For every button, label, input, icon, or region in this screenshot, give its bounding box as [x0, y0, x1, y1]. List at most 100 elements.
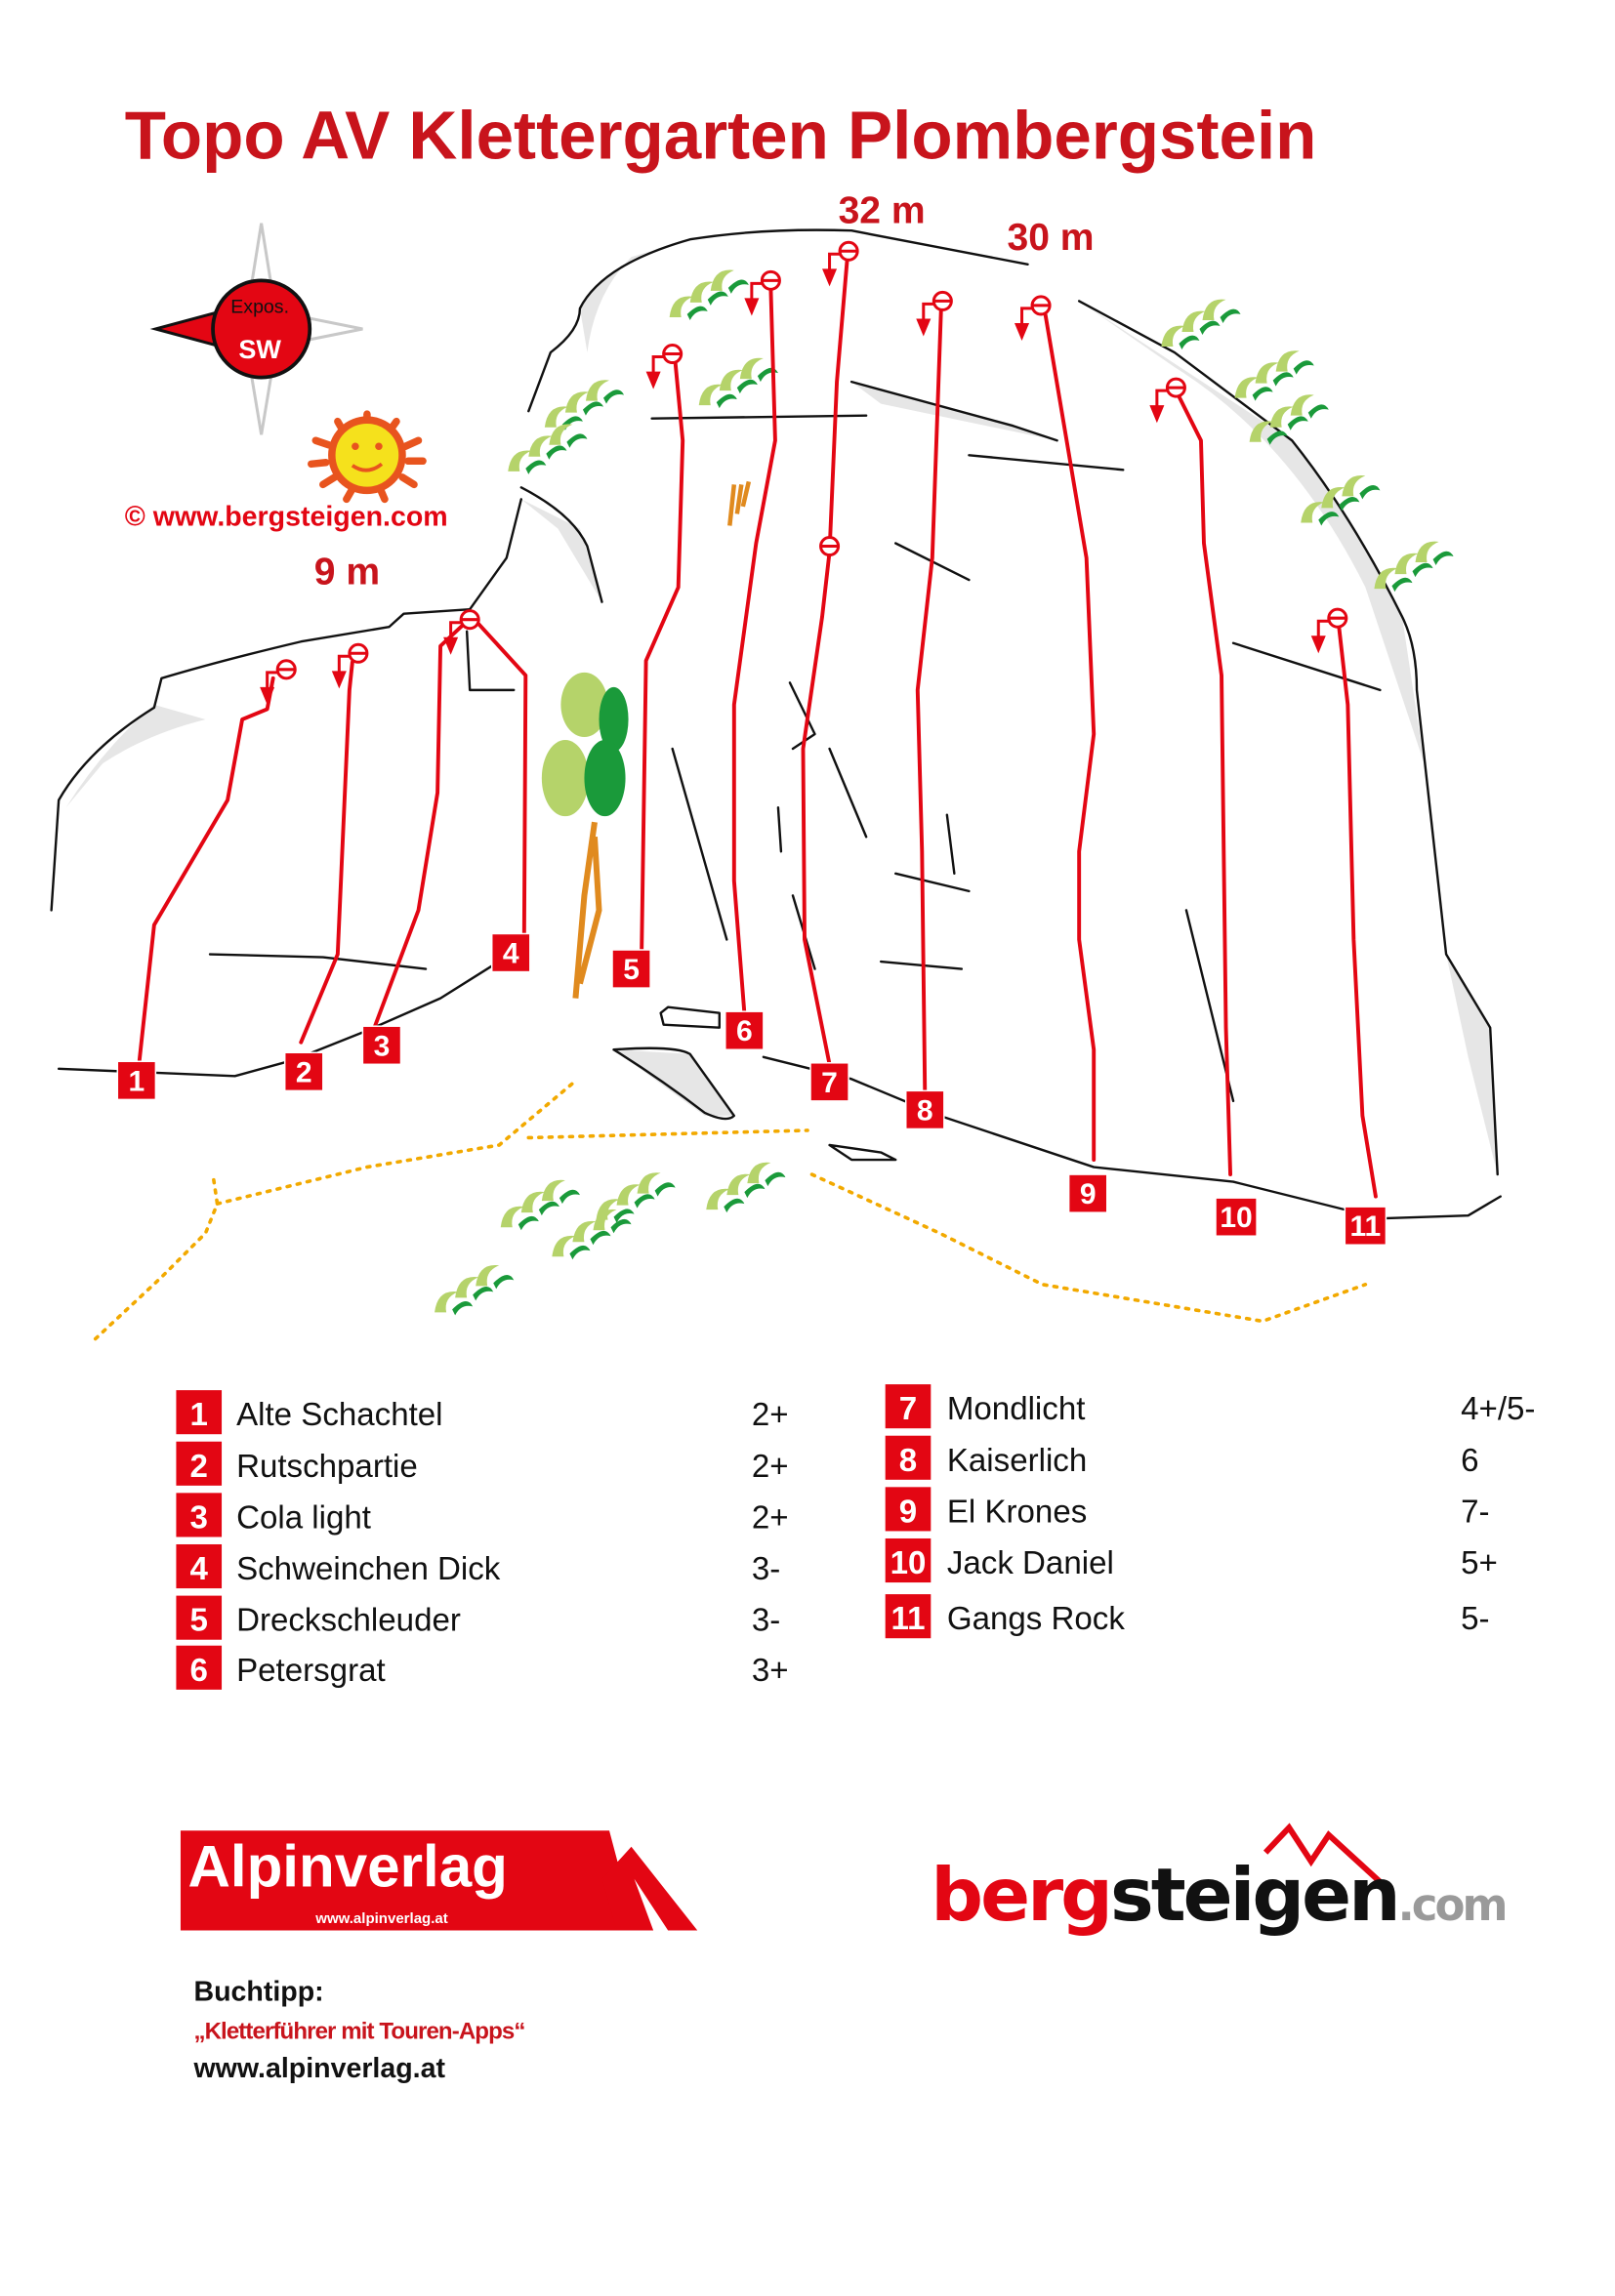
- approach-path: [93, 1082, 1368, 1341]
- legend-route-name: Petersgrat: [236, 1653, 386, 1689]
- route-line-4: [476, 622, 528, 942]
- route-badge-number: 4: [503, 938, 519, 970]
- tree-icon: [1161, 299, 1241, 350]
- lower-off-arrow-icon: [744, 298, 760, 316]
- lower-off-arrow-icon: [1015, 322, 1030, 341]
- legend-number: 3: [190, 1499, 208, 1536]
- legend-route-grade: 2+: [752, 1449, 789, 1485]
- route-line-1: [137, 676, 275, 1062]
- route-badges: 1 2 3 4 5 6 7 8 9 10 11: [116, 932, 1387, 1246]
- route-badge-number: 6: [736, 1015, 753, 1047]
- rock-outline: [50, 228, 1502, 1220]
- height-left: 9 m: [314, 552, 380, 594]
- legend-route-name: Cola light: [236, 1499, 371, 1536]
- legend-item: 7 Mondlicht 4+/5-: [885, 1384, 1535, 1429]
- route-badge-4[interactable]: 4: [490, 932, 531, 973]
- legend-route-grade: 3-: [752, 1551, 780, 1587]
- tree-icon: [1374, 541, 1454, 593]
- route-line-2: [299, 660, 354, 1045]
- height-middle: 32 m: [839, 190, 926, 232]
- legend-route-grade: 4+/5-: [1461, 1391, 1535, 1427]
- route-badge-number: 3: [374, 1030, 391, 1062]
- lower-off-arrow-icon: [1149, 405, 1165, 424]
- route-badge-number: 5: [623, 954, 640, 986]
- route-badge-8[interactable]: 8: [904, 1089, 945, 1130]
- legend-item: 8 Kaiserlich 6: [885, 1435, 1479, 1480]
- tree-icon: [698, 357, 778, 409]
- route-line-8: [915, 306, 943, 1096]
- lower-off-arrow-icon: [443, 636, 459, 655]
- route-badge-number: 2: [296, 1056, 312, 1088]
- belay-anchor-icon: [916, 290, 953, 337]
- belay-anchor-icon: [443, 609, 480, 655]
- legend-route-name: Gangs Rock: [947, 1601, 1125, 1637]
- route-line-7: [801, 258, 849, 1067]
- legend-number: 8: [899, 1443, 917, 1479]
- belay-anchor-icon: [822, 240, 859, 287]
- tree-icon: [1301, 475, 1381, 526]
- route-badge-2[interactable]: 2: [283, 1051, 324, 1092]
- route-badge-number: 8: [917, 1094, 933, 1127]
- belay-anchor-icon: [1310, 607, 1348, 654]
- route-badge-number: 10: [1220, 1202, 1252, 1234]
- route-line-10: [1177, 394, 1233, 1177]
- route-badge-5[interactable]: 5: [611, 949, 651, 989]
- book-tip-title: „Kletterführer mit Touren-Apps“: [193, 2019, 524, 2045]
- route-line-11: [1337, 625, 1378, 1199]
- lower-off-arrow-icon: [916, 318, 932, 337]
- compass-label: Expos.: [230, 296, 289, 317]
- route-badge-9[interactable]: 9: [1067, 1173, 1108, 1213]
- tree-icon: [1234, 350, 1314, 401]
- lower-off-arrow-icon: [1310, 636, 1326, 654]
- legend-route-name: Alte Schachtel: [236, 1397, 442, 1433]
- sun-icon: [308, 410, 427, 504]
- legend-route-grade: 3-: [752, 1603, 780, 1639]
- legend-route-grade: 5+: [1461, 1545, 1498, 1581]
- height-right: 30 m: [1007, 217, 1094, 259]
- route-badge-7[interactable]: 7: [809, 1062, 849, 1102]
- legend-route-name: Kaiserlich: [947, 1443, 1087, 1479]
- tree-icon: [544, 380, 625, 430]
- legend-route-name: Jack Daniel: [947, 1545, 1114, 1581]
- legend-route-name: Rutschpartie: [236, 1449, 418, 1485]
- svg-text:bergsteigen.com: bergsteigen.com: [931, 1852, 1505, 1938]
- belay-anchor-icon: [744, 269, 781, 316]
- route-line-6: [731, 287, 777, 1015]
- alpinverlag-logo-text: Alpinverlag: [187, 1833, 507, 1899]
- route-badge-6[interactable]: 6: [725, 1010, 765, 1051]
- route-badge-11[interactable]: 11: [1344, 1206, 1387, 1246]
- legend-number: 5: [190, 1603, 208, 1639]
- book-tip-url[interactable]: www.alpinverlag.at: [192, 2053, 445, 2084]
- tree-icon: [552, 1209, 632, 1260]
- legend-number: 9: [899, 1494, 917, 1530]
- route-badge-3[interactable]: 3: [361, 1025, 402, 1066]
- legend-item: 2 Rutschpartie 2+: [176, 1441, 789, 1486]
- route-badge-10[interactable]: 10: [1215, 1197, 1258, 1237]
- copyright-text: © www.bergsteigen.com: [125, 501, 448, 532]
- legend-number: 6: [190, 1653, 208, 1689]
- route-badge-1[interactable]: 1: [116, 1060, 157, 1101]
- lower-off-arrow-icon: [260, 686, 275, 705]
- bergsteigen-logo[interactable]: bergsteigen.com: [931, 1823, 1508, 1938]
- legend-number: 2: [190, 1449, 208, 1485]
- bergsteigen-logo-black: steigen: [1110, 1852, 1398, 1938]
- tree-icon: [669, 269, 749, 320]
- alpinverlag-logo[interactable]: Alpinverlag www.alpinverlag.at: [180, 1830, 698, 1931]
- belay-anchor-icon: [260, 659, 297, 705]
- legend-number: 7: [899, 1391, 917, 1427]
- route-badge-number: 7: [821, 1067, 838, 1099]
- compass-direction: SW: [238, 335, 281, 364]
- legend-route-name: Mondlicht: [947, 1391, 1086, 1427]
- small-tree-icon: [727, 480, 752, 526]
- route-badge-number: 11: [1349, 1210, 1381, 1243]
- tree-icon: [500, 1179, 580, 1231]
- legend-number: 11: [891, 1601, 926, 1637]
- legend-route-grade: 6: [1461, 1443, 1478, 1479]
